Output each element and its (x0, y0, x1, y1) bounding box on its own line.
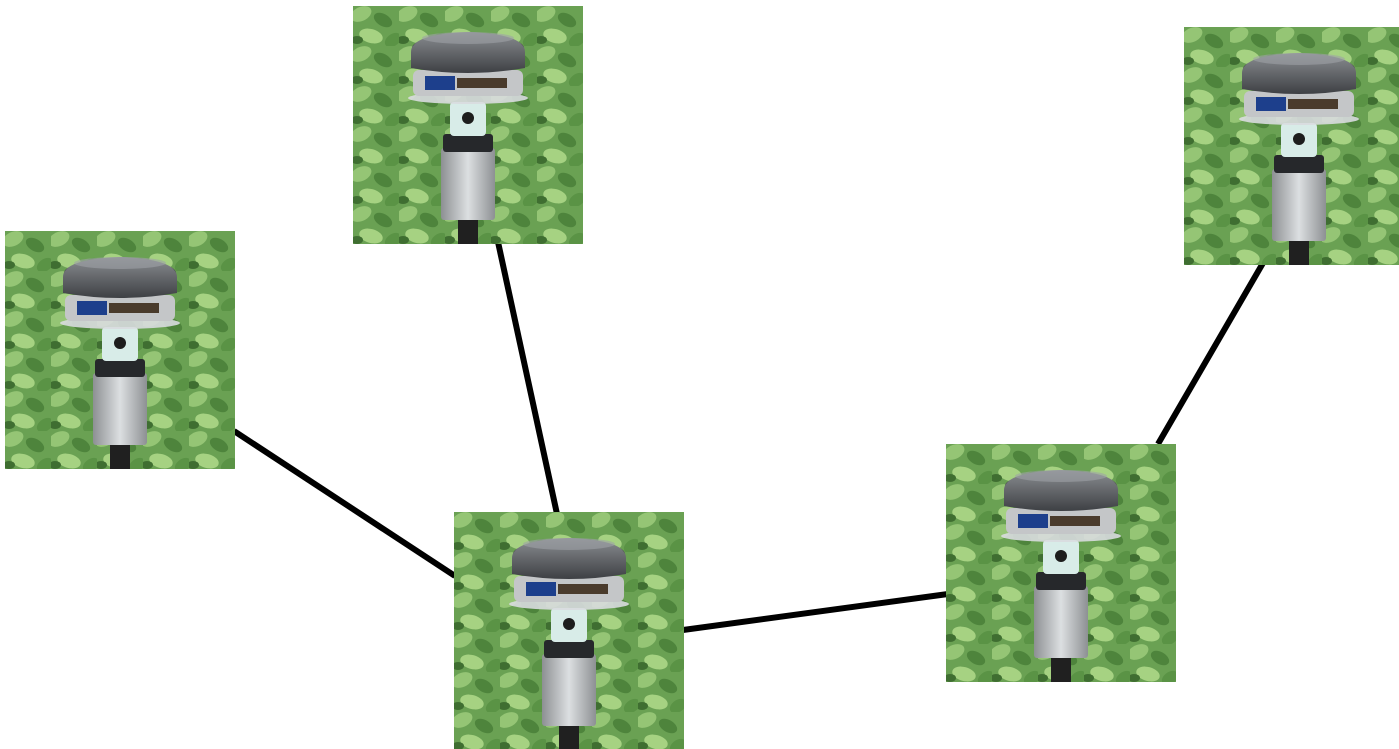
sensor-node-top-center (353, 6, 583, 244)
sensor-mote-icon (5, 231, 235, 469)
sensor-node-right-middle (946, 444, 1176, 682)
sensor-mote-icon (353, 6, 583, 244)
sensor-mote-icon (454, 512, 684, 749)
link-top-to-center (495, 241, 560, 515)
link-center-to-right (682, 591, 949, 633)
sensor-mote-icon (1184, 27, 1399, 265)
link-left-to-center (232, 428, 457, 579)
sensor-node-top-right (1184, 27, 1399, 265)
network-links (232, 241, 1266, 633)
sensor-node-top-left (5, 231, 235, 469)
link-right-to-top-right (1155, 261, 1266, 446)
sensor-mote-icon (946, 444, 1176, 682)
sensor-node-center-bottom (454, 512, 684, 749)
